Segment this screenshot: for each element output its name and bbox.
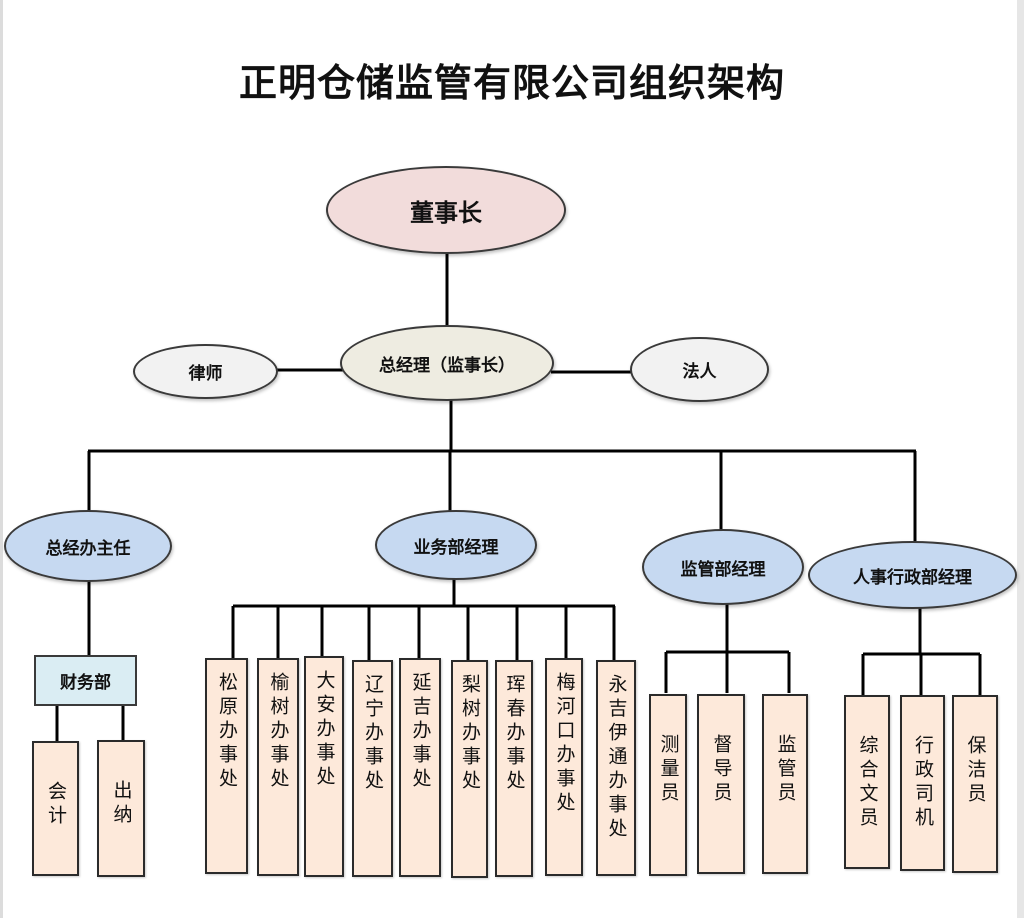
page-left-border <box>0 0 3 918</box>
leaf-label: 综合文员 <box>856 735 879 831</box>
chairman-node[interactable]: 董事长 <box>326 166 566 254</box>
lawyer-node[interactable]: 律师 <box>133 344 278 399</box>
leaf-label: 大安办事处 <box>313 670 336 790</box>
chart-title: 正明仓储监管有限公司组织架构 <box>238 60 785 105</box>
leaf-label: 保洁员 <box>964 735 987 807</box>
office-meihekou[interactable]: 梅河口办事处 <box>545 658 583 876</box>
leaf-label: 督导员 <box>710 734 733 806</box>
leaf-accountant[interactable]: 会计 <box>32 741 79 876</box>
leaf-label: 会计 <box>45 781 67 829</box>
general-manager-label: 总经理（监事长） <box>379 355 515 376</box>
office-yongji-yitong[interactable]: 永吉伊通办事处 <box>596 660 636 876</box>
staff-supervisor[interactable]: 监管员 <box>762 694 808 874</box>
leaf-label: 延吉办事处 <box>409 672 432 792</box>
dept-supervision-label: 监管部经理 <box>680 559 766 580</box>
page-right-border <box>1017 0 1024 918</box>
leaf-label: 松原办事处 <box>216 672 238 792</box>
office-liaoning[interactable]: 辽宁办事处 <box>352 660 393 877</box>
leaf-cashier[interactable]: 出纳 <box>97 740 145 877</box>
office-songyuan[interactable]: 松原办事处 <box>205 658 248 874</box>
leaf-label: 梅河口办事处 <box>553 672 576 816</box>
lawyer-label: 律师 <box>188 364 223 384</box>
leaf-label: 行政司机 <box>912 735 934 831</box>
leaf-label: 永吉伊通办事处 <box>605 674 628 842</box>
office-hunchun[interactable]: 珲春办事处 <box>495 660 533 877</box>
dept-hr-admin-label: 人事行政部经理 <box>853 567 972 588</box>
general-manager-node[interactable]: 总经理（监事长） <box>340 325 554 401</box>
dept-general-office[interactable]: 总经办主任 <box>4 510 172 582</box>
staff-inspector[interactable]: 督导员 <box>697 694 745 874</box>
staff-driver[interactable]: 行政司机 <box>900 695 945 871</box>
office-yushu[interactable]: 榆树办事处 <box>257 658 299 876</box>
leaf-label: 辽宁办事处 <box>362 674 384 794</box>
office-daan[interactable]: 大安办事处 <box>304 656 344 877</box>
finance-dept-box[interactable]: 财务部 <box>34 655 137 706</box>
staff-cleaner[interactable]: 保洁员 <box>952 695 998 873</box>
dept-business[interactable]: 业务部经理 <box>375 510 537 580</box>
staff-clerk[interactable]: 综合文员 <box>844 695 890 869</box>
chairman-label: 董事长 <box>410 198 482 227</box>
dept-general-office-label: 总经办主任 <box>45 538 131 559</box>
leaf-label: 榆树办事处 <box>267 672 290 792</box>
finance-dept-label: 财务部 <box>60 673 111 693</box>
leaf-label: 测量员 <box>657 734 680 806</box>
dept-hr-admin[interactable]: 人事行政部经理 <box>808 541 1017 609</box>
dept-business-label: 业务部经理 <box>413 537 499 558</box>
legal-person-node[interactable]: 法人 <box>630 337 769 402</box>
office-lishu[interactable]: 梨树办事处 <box>451 660 488 878</box>
dept-supervision[interactable]: 监管部经理 <box>642 529 804 605</box>
leaf-label: 监管员 <box>774 734 797 806</box>
leaf-label: 珲春办事处 <box>503 674 526 794</box>
leaf-label: 梨树办事处 <box>459 674 481 794</box>
office-yanji[interactable]: 延吉办事处 <box>399 658 441 877</box>
legal-person-label: 法人 <box>682 362 717 382</box>
leaf-label: 出纳 <box>110 780 133 828</box>
staff-surveyor[interactable]: 测量员 <box>649 694 687 876</box>
